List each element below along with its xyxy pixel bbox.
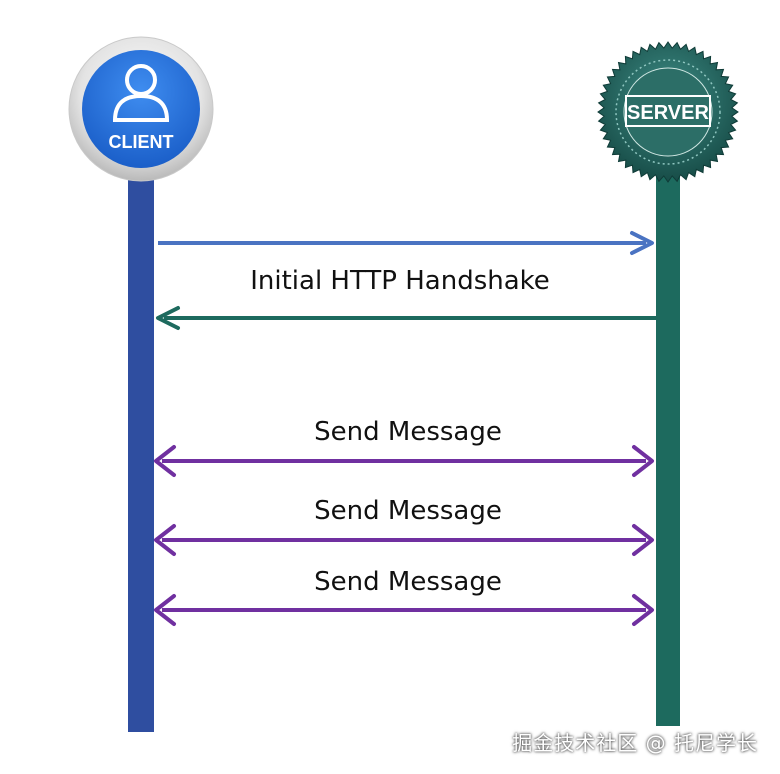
client-lifeline — [128, 170, 154, 732]
client-label: CLIENT — [109, 132, 174, 152]
client-logo: CLIENT — [68, 36, 214, 182]
server-lifeline — [656, 170, 680, 726]
handshake-label: Initial HTTP Handshake — [250, 266, 550, 296]
message-arrow-3 — [154, 445, 654, 477]
message-arrow-2 — [156, 306, 656, 330]
message-arrow-1 — [158, 231, 654, 255]
send-message-label-2: Send Message — [314, 496, 502, 526]
user-icon — [112, 64, 170, 122]
server-label: SERVER — [627, 102, 709, 124]
message-arrow-4 — [154, 524, 654, 556]
send-message-label-1: Send Message — [314, 417, 502, 447]
server-logo: SERVER — [597, 41, 739, 183]
message-arrow-5 — [154, 594, 654, 626]
client-badge — [82, 50, 200, 168]
watermark: 掘金技术社区 @ 托尼学长 — [512, 731, 758, 755]
send-message-label-3: Send Message — [314, 567, 502, 597]
